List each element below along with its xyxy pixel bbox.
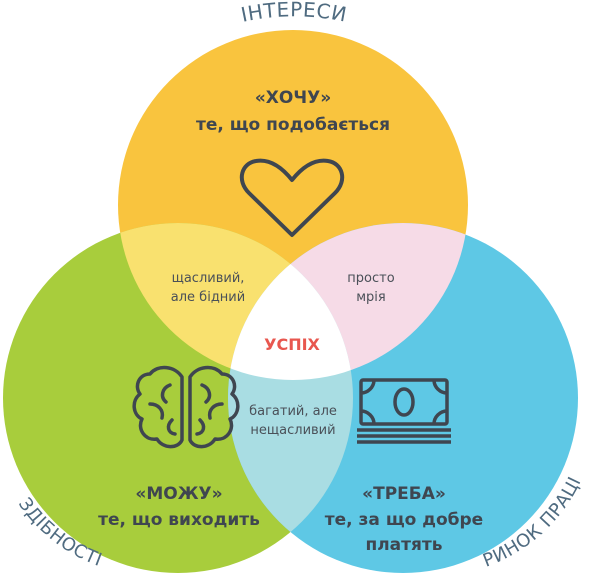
right-subtitle-line2: платять	[365, 535, 442, 555]
label-interests: ІНТЕРЕСИ	[239, 0, 349, 27]
brain-icon	[132, 365, 240, 449]
overlap-bottom-line2: нещасливий	[250, 423, 335, 438]
left-subtitle: те, що виходить	[98, 510, 260, 530]
right-title: «ТРЕБА»	[362, 484, 446, 504]
overlap-top-left-line1: щасливий,	[172, 271, 245, 286]
overlap-bottom-line1: багатий, але	[249, 404, 337, 419]
heart-icon	[239, 158, 345, 237]
center-label: УСПІХ	[264, 335, 320, 354]
top-title: «ХОЧУ»	[255, 88, 331, 108]
top-subtitle: те, що подобається	[196, 115, 390, 135]
overlap-top-right-line2: мрія	[356, 290, 386, 305]
overlap-center	[228, 223, 353, 380]
money-icon	[357, 378, 451, 444]
left-title: «МОЖУ»	[135, 484, 222, 504]
overlap-top-left-line2: але бідний	[171, 290, 245, 305]
overlap-top-right-line1: просто	[347, 271, 394, 286]
right-subtitle-line1: те, за що добре	[325, 510, 483, 530]
